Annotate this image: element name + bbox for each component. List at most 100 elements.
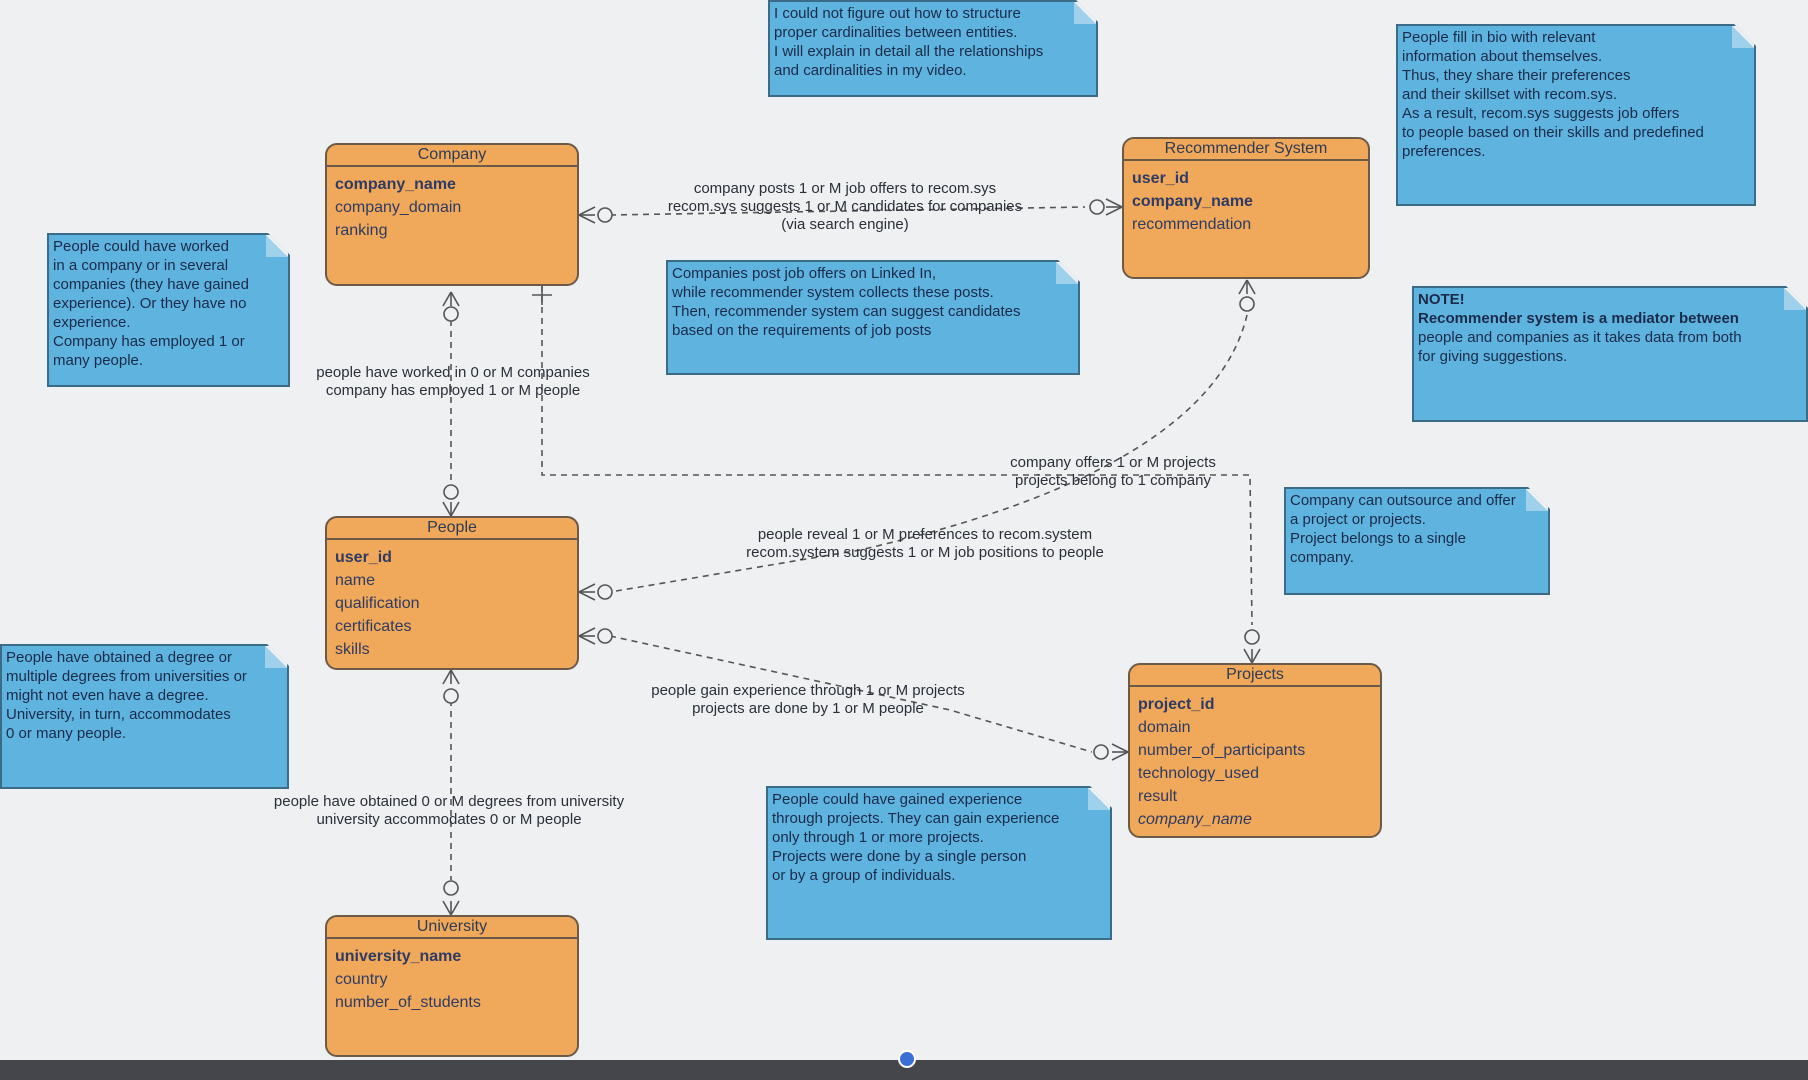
attribute: recommendation	[1132, 216, 1252, 233]
attribute-list: user_id company_name recommendation	[1124, 161, 1368, 236]
note-line: multiple degrees from universities or	[6, 668, 247, 685]
note-line: I will explain in detail all the relatio…	[774, 43, 1044, 60]
attribute: certificates	[335, 618, 412, 635]
relationship-line: projects are done by 1 or M people	[692, 700, 924, 717]
attribute-list: company_name company_domain ranking	[327, 167, 577, 242]
attribute: result	[1138, 788, 1178, 805]
note-line: Thus, they share their preferences	[1402, 67, 1631, 84]
relationship-people-recsys: people reveal 1 or M preferences to reco…	[722, 526, 1128, 562]
attribute: name	[335, 572, 376, 589]
note-line: a project or projects.	[1290, 511, 1426, 528]
note-line: Projects were done by a single person	[772, 848, 1027, 865]
note-line: As a result, recom.sys suggests job offe…	[1402, 105, 1680, 122]
note-line: preferences.	[1402, 143, 1486, 160]
note-line: experience). Or they have no	[53, 295, 247, 312]
note-fold	[1074, 2, 1096, 24]
attribute: ranking	[335, 222, 388, 239]
note-line: people and companies as it takes data fr…	[1418, 329, 1742, 346]
crowfoot-recsys-company	[1089, 198, 1123, 216]
note-line: for giving suggestions.	[1418, 348, 1568, 365]
entity-recommender-system[interactable]: Recommender System user_id company_name …	[1122, 137, 1370, 279]
entity-title: Recommender System	[1124, 139, 1368, 161]
relationship-line: university accommodates 0 or M people	[316, 811, 582, 828]
note-line: People could have gained experience	[772, 791, 1023, 808]
note-line: might not even have a degree.	[6, 687, 209, 704]
entity-title: People	[327, 518, 577, 540]
note-line: company.	[1290, 549, 1354, 566]
attribute: technology_used	[1138, 765, 1259, 782]
note-line: Company has employed 1 or	[53, 333, 245, 350]
attribute: qualification	[335, 595, 420, 612]
entity-title: Company	[327, 145, 577, 167]
note-line: to people based on their skills and pred…	[1402, 124, 1704, 141]
relationship-line: recom.sys suggests 1 or M candidates for…	[667, 198, 1023, 215]
note-line: and cardinalities in my video.	[774, 62, 967, 79]
attribute-list: project_id domain number_of_participants…	[1130, 687, 1380, 831]
relationship-line: people have obtained 0 or M degrees from…	[273, 793, 625, 810]
note-line: People fill in bio with relevant	[1402, 29, 1596, 46]
attribute: user_id	[335, 549, 392, 566]
note-bio-preferences: People fill in bio with relevant informat…	[1396, 24, 1756, 206]
relationship-company-recsys: company posts 1 or M job offers to recom…	[645, 180, 1045, 234]
note-line: experience.	[53, 314, 131, 331]
relationship-line: company offers 1 or M projects	[1010, 454, 1216, 471]
crowfoot-projects-people	[1093, 743, 1129, 761]
note-line: Company can outsource and offer	[1290, 492, 1516, 509]
note-line: I could not figure out how to structure	[774, 5, 1021, 22]
crowfoot-people-projects	[578, 627, 613, 645]
entity-title: Projects	[1130, 665, 1380, 687]
entity-people[interactable]: People user_id name qualification certif…	[325, 516, 579, 670]
note-fold	[265, 646, 287, 668]
relationship-line: recom.system suggests 1 or M job positio…	[746, 544, 1104, 561]
note-line: based on the requirements of job posts	[672, 322, 932, 339]
crowfoot-people-university	[442, 669, 460, 704]
note-line: only through 1 or more projects.	[772, 829, 984, 846]
attribute: country	[335, 971, 388, 988]
note-line: information about themselves.	[1402, 48, 1603, 65]
note-fold	[1526, 489, 1548, 511]
note-line: Companies post job offers on Linked In,	[672, 265, 937, 282]
attribute: company_domain	[335, 199, 462, 216]
entity-projects[interactable]: Projects project_id domain number_of_par…	[1128, 663, 1382, 838]
note-line: many people.	[53, 352, 144, 369]
note-line: and their skillset with recom.sys.	[1402, 86, 1618, 103]
note-line: Project belongs to a single	[1290, 530, 1466, 547]
attribute: user_id	[1132, 170, 1189, 187]
screen-bottom-bar	[0, 1060, 1808, 1080]
attribute-list: university_name country number_of_studen…	[327, 939, 577, 1014]
entity-company[interactable]: Company company_name company_domain rank…	[325, 143, 579, 286]
crowfoot-projects-company	[1243, 629, 1261, 664]
crowfoot-people-company	[442, 484, 460, 517]
relationship-line: (via search engine)	[781, 216, 909, 233]
attribute: company_name	[335, 176, 456, 193]
note-fold	[1088, 788, 1110, 810]
note-line: while recommender system collects these …	[672, 284, 994, 301]
attribute: number_of_students	[335, 994, 481, 1011]
relationship-line: company has employed 1 or M people	[325, 382, 581, 399]
scroll-handle[interactable]	[898, 1050, 916, 1068]
note-company-outsource: Company can outsource and offer a project…	[1284, 487, 1550, 595]
entity-title: University	[327, 917, 577, 939]
relationship-line: people reveal 1 or M preferences to reco…	[757, 526, 1093, 543]
attribute: domain	[1138, 719, 1191, 736]
attribute: university_name	[335, 948, 462, 965]
relationship-people-university: people have obtained 0 or M degrees from…	[255, 793, 643, 829]
relationship-line: people have worked in 0 or M companies	[316, 364, 590, 381]
entity-university[interactable]: University university_name country numbe…	[325, 915, 579, 1057]
note-fold	[1056, 262, 1078, 284]
attribute: company_name	[1132, 193, 1253, 210]
relationship-line: company posts 1 or M job offers to recom…	[693, 180, 997, 197]
note-line: proper cardinalities between entities.	[774, 24, 1018, 41]
note-fold	[1732, 26, 1754, 48]
note-line: companies (they have gained	[53, 276, 249, 293]
note-structure-cardinalities: I could not figure out how to structure p…	[768, 0, 1098, 97]
note-fold	[1784, 288, 1806, 310]
attribute: project_id	[1138, 696, 1215, 713]
note-line: or by a group of individuals.	[772, 867, 956, 884]
